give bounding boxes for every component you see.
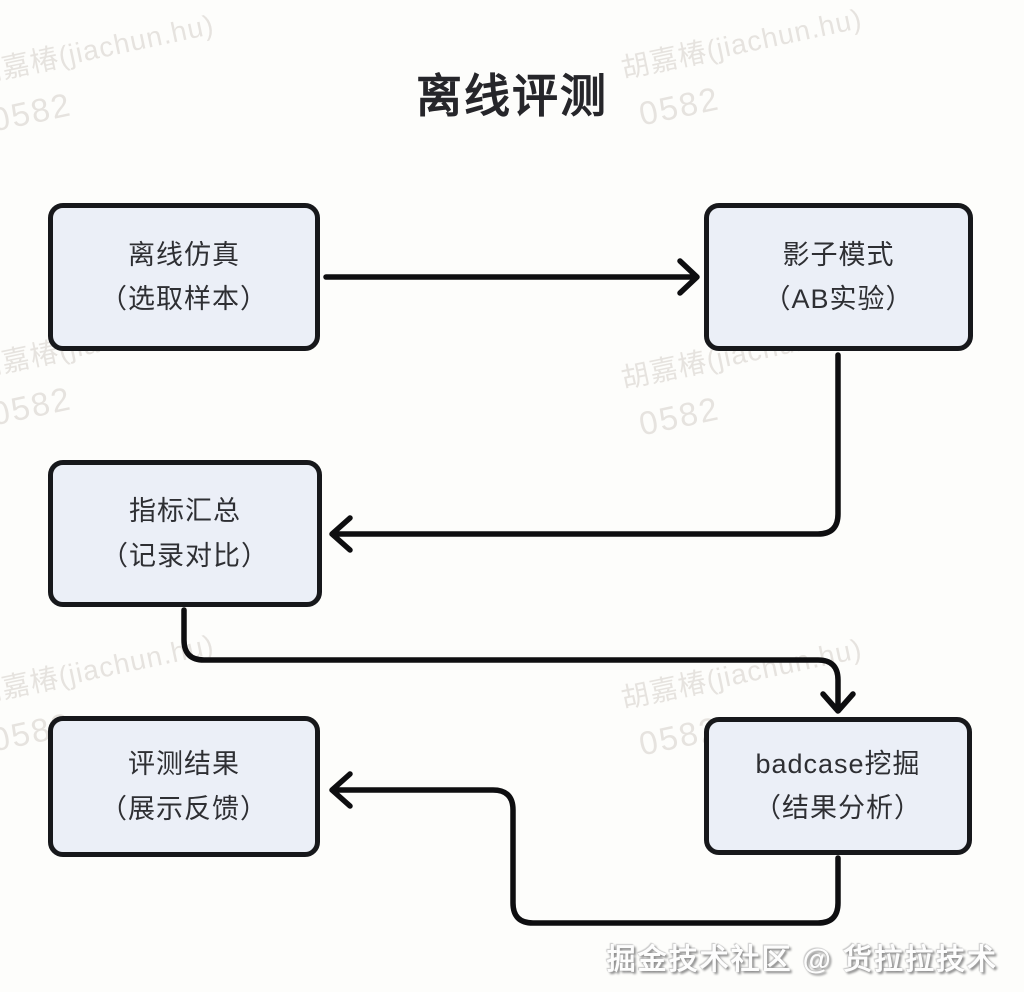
node-badcase-mining: badcase挖掘 （结果分析）	[704, 717, 972, 855]
edge-shadow-mode-to-metric-summary	[329, 352, 841, 553]
edge-offline-simulation-to-shadow-mode	[323, 258, 700, 296]
node-sublabel: （结果分析）	[754, 793, 922, 823]
diagram-title: 离线评测	[416, 70, 608, 122]
node-sublabel: （选取样本）	[100, 284, 268, 314]
node-evaluation-result: 评测结果 （展示反馈）	[48, 716, 320, 857]
edge-metric-summary-to-badcase-mining	[181, 607, 856, 714]
node-metric-summary: 指标汇总 （记录对比）	[48, 460, 322, 607]
node-offline-simulation: 离线仿真 （选取样本）	[48, 203, 320, 351]
node-shadow-mode: 影子模式 （AB实验）	[704, 203, 973, 351]
node-sublabel: （AB实验）	[763, 284, 914, 314]
node-label: 影子模式	[782, 239, 895, 270]
node-sublabel: （记录对比）	[101, 540, 269, 571]
node-label: badcase挖掘	[755, 748, 921, 779]
node-label: 指标汇总	[129, 496, 241, 527]
footer-credit: 掘金技术社区 @ 货拉拉技术	[606, 944, 998, 976]
node-label: 评测结果	[128, 749, 240, 780]
node-sublabel: （展示反馈）	[100, 793, 268, 824]
node-label: 离线仿真	[128, 239, 240, 270]
